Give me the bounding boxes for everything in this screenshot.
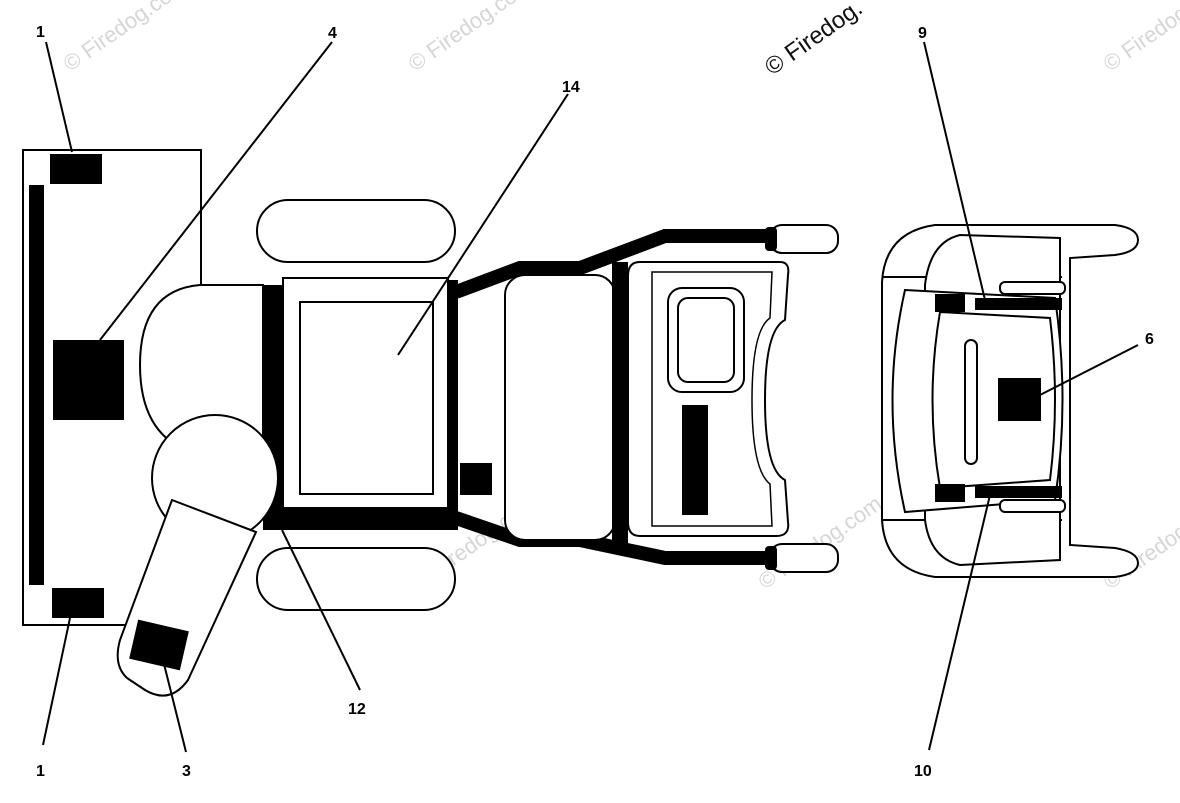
decal-4 xyxy=(53,340,124,420)
decal-10-pad xyxy=(935,484,965,502)
handle-grip-collar-top xyxy=(765,227,777,251)
leader-1-bottom xyxy=(42,617,71,746)
decal-9 xyxy=(975,298,1062,310)
callout-leaders xyxy=(42,41,1139,753)
right-track xyxy=(256,547,456,611)
decal-3 xyxy=(129,619,189,671)
leader-10 xyxy=(928,494,991,751)
chassis-outline xyxy=(453,229,768,299)
lever-bottom xyxy=(999,499,1066,513)
handle-grip-top xyxy=(769,224,839,254)
callout-12: 12 xyxy=(348,701,366,718)
dash-slot xyxy=(964,339,978,465)
watermark-text: © Firedog.com xyxy=(1099,491,1180,594)
frame-bar-top xyxy=(263,508,455,530)
decal-1-top xyxy=(50,154,102,184)
leader-6 xyxy=(1039,344,1139,396)
decal-1-bottom xyxy=(52,588,104,618)
dash-inner xyxy=(931,310,1056,490)
leader-1-top xyxy=(45,41,73,153)
gauge-window-inner xyxy=(677,297,735,383)
leader-3 xyxy=(162,659,187,753)
decal-control-strip xyxy=(682,405,708,515)
decal-6 xyxy=(998,378,1041,421)
decal-10 xyxy=(975,486,1062,498)
leader-9 xyxy=(923,41,986,301)
lever-top xyxy=(999,281,1066,295)
leader-4 xyxy=(99,41,333,341)
handle-grip-collar-bottom xyxy=(765,546,777,570)
callout-3: 3 xyxy=(182,763,191,780)
callout-9: 9 xyxy=(918,25,927,42)
leader-12 xyxy=(281,529,361,691)
chassis-side-bar xyxy=(612,262,628,547)
watermark-text: © Firedog.com xyxy=(1099,0,1180,76)
watermark-text: © Firedog.com xyxy=(59,0,192,76)
callout-6: 6 xyxy=(1145,331,1154,348)
chassis-body xyxy=(504,274,616,541)
decal-9-pad xyxy=(935,294,965,312)
control-panel-inner xyxy=(651,271,773,527)
watermark-text: © Firedog.com xyxy=(404,0,537,76)
leader-14 xyxy=(397,93,569,356)
callout-numbers: 1 4 14 9 6 12 1 3 10 xyxy=(36,24,1154,780)
callout-1-bottom: 1 xyxy=(36,763,45,780)
watermark-prominent: © Firedog. xyxy=(760,0,868,81)
snowblower-top-view xyxy=(22,149,839,697)
callout-4: 4 xyxy=(328,25,337,42)
auger-edge-bar xyxy=(29,185,44,585)
callout-14: 14 xyxy=(562,79,580,96)
handle-end-view xyxy=(881,224,1140,578)
decal-small-square xyxy=(460,463,492,495)
handle-grip-bottom xyxy=(769,543,839,573)
callout-1-top: 1 xyxy=(36,24,45,41)
left-track xyxy=(256,199,456,263)
callout-10: 10 xyxy=(914,763,932,780)
